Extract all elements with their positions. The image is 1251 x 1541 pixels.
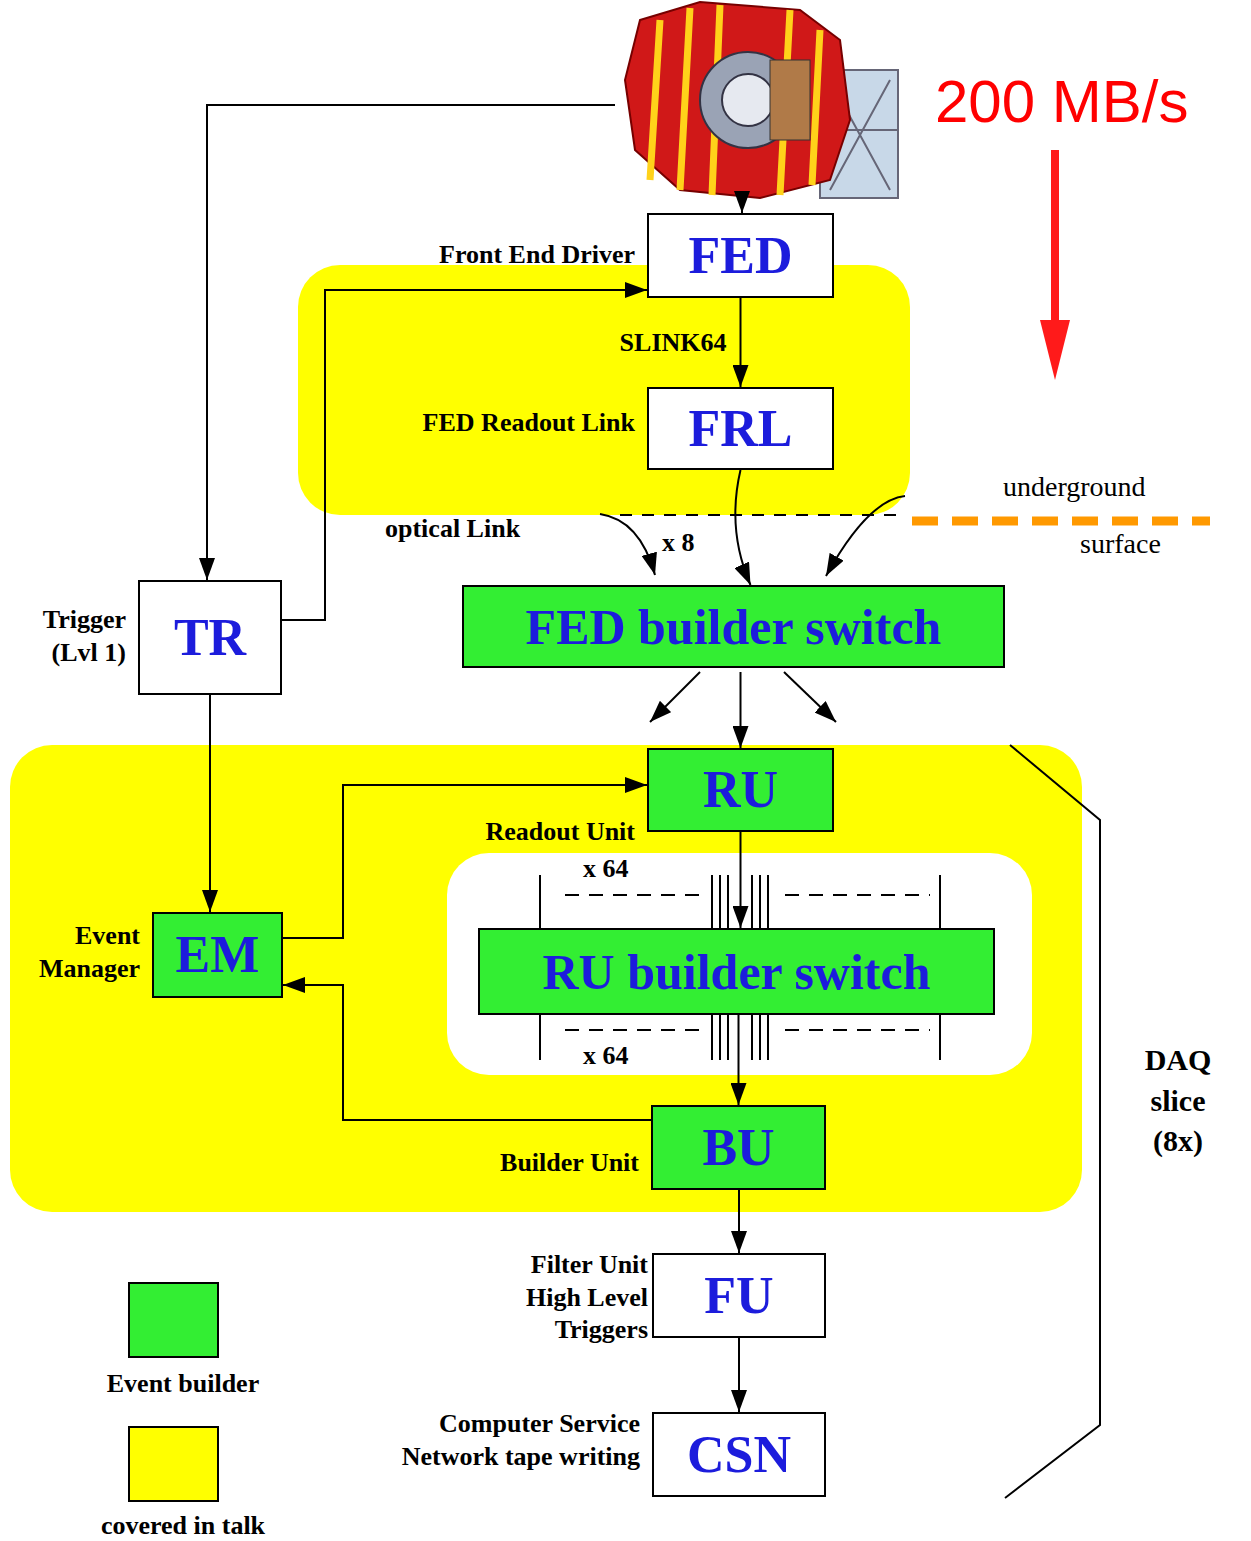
box-label: RU [703,764,778,816]
rate-arrow [1051,150,1059,332]
box-label: FRL [689,403,793,455]
note-label: x 64 [583,1040,629,1071]
note-label: underground [1003,470,1146,504]
connector-arrow [740,298,742,387]
legend-text: Event builder [107,1368,259,1399]
link-label: SLINK64 [620,327,727,358]
box-label: CSN [687,1429,791,1481]
process-box: RU builder switch [478,928,995,1015]
unit-name: Front End Driver [355,239,635,272]
box-label: TR [174,612,246,664]
unit-name: Event Manager [0,920,140,985]
unit-name: Filter Unit High Level Triggers [473,1249,648,1347]
rate-arrowhead [1040,320,1070,380]
covered-region [10,745,1082,1212]
connector-arrow [740,832,742,928]
process-box: Filter Unit High Level TriggersFU [652,1253,826,1338]
process-box: Event ManagerEM [152,912,283,998]
box-label: RU builder switch [542,947,930,997]
unit-name: Computer Service Network tape writing [390,1408,640,1473]
connector-arrow [738,1338,740,1412]
legend-swatch [128,1282,219,1358]
optical-link [826,496,905,576]
process-box: FED builder switch [462,585,1005,668]
switch-output [650,672,700,722]
slice-bracket [1005,745,1100,1498]
connector-arrow [282,290,647,620]
boundary-line [620,514,900,516]
unit-name: Builder Unit [419,1147,639,1180]
process-box: Builder UnitBU [651,1105,826,1190]
connector-arrow [740,672,742,748]
note-label: surface [1080,527,1161,561]
trigger-line [207,105,615,580]
box-label: FU [704,1270,773,1322]
connector-arrow [283,785,647,938]
connector-arrow [735,470,750,585]
box-label: FED builder switch [526,602,942,652]
process-box: Computer Service Network tape writingCSN [652,1412,826,1497]
note-label: x 8 [662,527,695,558]
connector-arrow [209,695,211,912]
legend-text: covered in talk [101,1510,265,1541]
connector-arrow [738,1190,740,1253]
process-box: Trigger (Lvl 1)TR [138,580,282,695]
box-label: FED [689,230,793,282]
covered-region [298,265,910,515]
connector-arrow [738,1015,740,1105]
unit-name: Readout Unit [425,816,635,849]
readout-line [741,198,743,213]
boundary-line [912,517,1210,526]
box-label: BU [702,1122,774,1174]
note-label: optical Link [385,513,520,544]
unit-name: FED Readout Link [335,407,635,440]
legend-swatch [128,1426,219,1502]
detector-illustration [625,2,898,198]
process-box: RUReadout Unit [647,748,834,832]
process-box: Front End DriverFED [647,213,834,298]
box-label: EM [176,929,260,981]
note-label: x 64 [583,853,629,884]
unit-name: Trigger (Lvl 1) [8,604,126,669]
note-label: 200 MB/s [935,66,1188,138]
switch-output [784,672,836,722]
optical-link [600,514,655,575]
process-box: FED Readout LinkFRL [647,387,834,470]
note-label: DAQ slice (8x) [1122,1040,1234,1162]
